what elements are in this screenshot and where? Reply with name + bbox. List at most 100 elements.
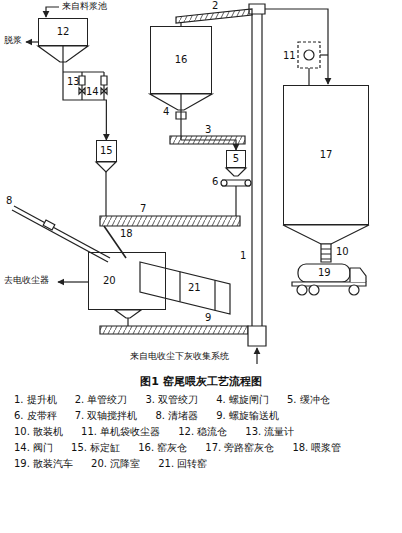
truck-cab — [350, 268, 366, 282]
double-shaft-mixer — [100, 216, 240, 226]
callout-label: 2 — [212, 0, 218, 11]
callout-label: 14 — [86, 86, 99, 97]
callout-number: 12 — [57, 27, 70, 37]
belt-roller — [221, 180, 227, 186]
kiln-ring — [179, 272, 180, 302]
filter-pipe — [320, 54, 328, 55]
process-box: 12 — [38, 18, 88, 46]
truck-wheel — [349, 285, 359, 295]
callout-number: 16 — [175, 55, 188, 65]
branch-pipes — [63, 72, 104, 100]
callout-label: 1 — [240, 250, 246, 261]
pipe-connector — [181, 94, 236, 150]
rotary-kiln — [140, 262, 230, 314]
exhaust-arrow — [58, 281, 88, 282]
dust-inlet-arrow — [256, 348, 257, 364]
callout-label: 11 — [283, 50, 296, 61]
process-box: 5 — [226, 150, 246, 168]
key-item: 9. 螺旋输送机 — [216, 410, 279, 421]
key-item: 5. 缓冲仓 — [287, 394, 330, 405]
callout-label: 10 — [336, 246, 349, 257]
callout-label: 4 — [163, 106, 169, 117]
callout-label: 来自电收尘下灰收集系统 — [130, 352, 229, 362]
callout-number: 17 — [320, 150, 333, 160]
key-item: 16. 窑灰仓 — [138, 442, 187, 453]
figure-caption: 图1 窑尾喂灰工艺流程图 — [0, 374, 402, 389]
chute — [235, 186, 236, 216]
key-item: 15. 标定缸 — [71, 442, 120, 453]
callout-label: 18 — [120, 228, 133, 239]
key-item: 20. 沉降室 — [91, 458, 140, 469]
process-box: 16 — [150, 26, 212, 94]
key-item: 18. 喂浆管 — [292, 442, 341, 453]
belt-roller — [245, 180, 251, 186]
bucket-elevator — [252, 6, 262, 328]
bulk-loader — [321, 244, 331, 262]
key-item: 8. 清堵器 — [155, 410, 198, 421]
transfer-pipe — [265, 9, 328, 84]
key-item: 12. 稳流仓 — [178, 426, 227, 437]
flow-meter — [79, 76, 85, 85]
key-item: 10. 散装机 — [14, 426, 63, 437]
key-item: 21. 回转窑 — [158, 458, 207, 469]
callout-label: 21 — [188, 282, 201, 293]
loader-bellows — [321, 249, 331, 259]
chute — [127, 318, 128, 326]
flow-meter — [101, 76, 107, 85]
callout-number: 5 — [233, 154, 239, 164]
key-item: 6. 皮带秤 — [14, 410, 57, 421]
key-item: 19. 散装汽车 — [14, 458, 73, 469]
bag-filter — [298, 42, 320, 68]
key-item: 4. 螺旋闸门 — [216, 394, 269, 405]
process-box: 20 — [88, 252, 166, 310]
callout-label: 来自料浆池 — [62, 2, 107, 12]
slurry-inlet-pipe — [46, 7, 59, 17]
key-item: 3. 双管绞刀 — [145, 394, 198, 405]
overflow-pipe — [26, 41, 38, 42]
belt-scale — [222, 180, 250, 186]
bag-filter-fan — [304, 50, 314, 60]
key-item: 14. 阀门 — [14, 442, 53, 453]
callout-label: 脱浆 — [4, 36, 22, 46]
callout-label: 19 — [318, 267, 331, 278]
elevator-boot — [248, 326, 266, 346]
scraper-rod — [14, 206, 110, 258]
process-box: 15 — [96, 140, 117, 162]
callout-label: 6 — [212, 176, 218, 187]
scraper-rod — [12, 210, 108, 262]
hopper-17 — [283, 225, 369, 244]
callout-number: 15 — [100, 146, 113, 156]
valve-symbol — [101, 88, 107, 94]
tank-cone — [96, 162, 116, 172]
callout-label: 9 — [205, 312, 211, 323]
truck-tank — [298, 264, 350, 282]
chamber-hopper — [115, 310, 141, 318]
callout-label: 7 — [140, 203, 146, 214]
process-box: 17 — [283, 85, 369, 225]
truck-wheel — [297, 285, 307, 295]
key-item: 17. 旁路窑灰仓 — [205, 442, 274, 453]
filter-pipe — [308, 68, 309, 85]
truck-wheel — [309, 285, 319, 295]
key-item: 13. 流量计 — [245, 426, 294, 437]
tank-outlet-pipe — [105, 172, 106, 216]
key-item: 1. 提升机 — [14, 394, 57, 405]
callout-label: 去电收尘器 — [4, 276, 49, 286]
key-item: 11. 单机袋收尘器 — [81, 426, 160, 437]
callout-label: 8 — [6, 195, 12, 206]
pipe-connector — [63, 46, 106, 140]
callout-label: 13 — [67, 76, 80, 87]
screw-conveyor — [100, 326, 248, 334]
kiln-ring — [214, 280, 215, 310]
key-item: 7. 双轴搅拌机 — [75, 410, 138, 421]
single-screw — [176, 9, 252, 23]
callout-label: 3 — [205, 124, 211, 135]
valve-symbol — [79, 88, 85, 94]
buffer-cone — [226, 168, 246, 176]
callout-number: 20 — [103, 276, 116, 286]
scraper-head — [43, 220, 55, 230]
key-item: 2. 单管绞刀 — [75, 394, 128, 405]
